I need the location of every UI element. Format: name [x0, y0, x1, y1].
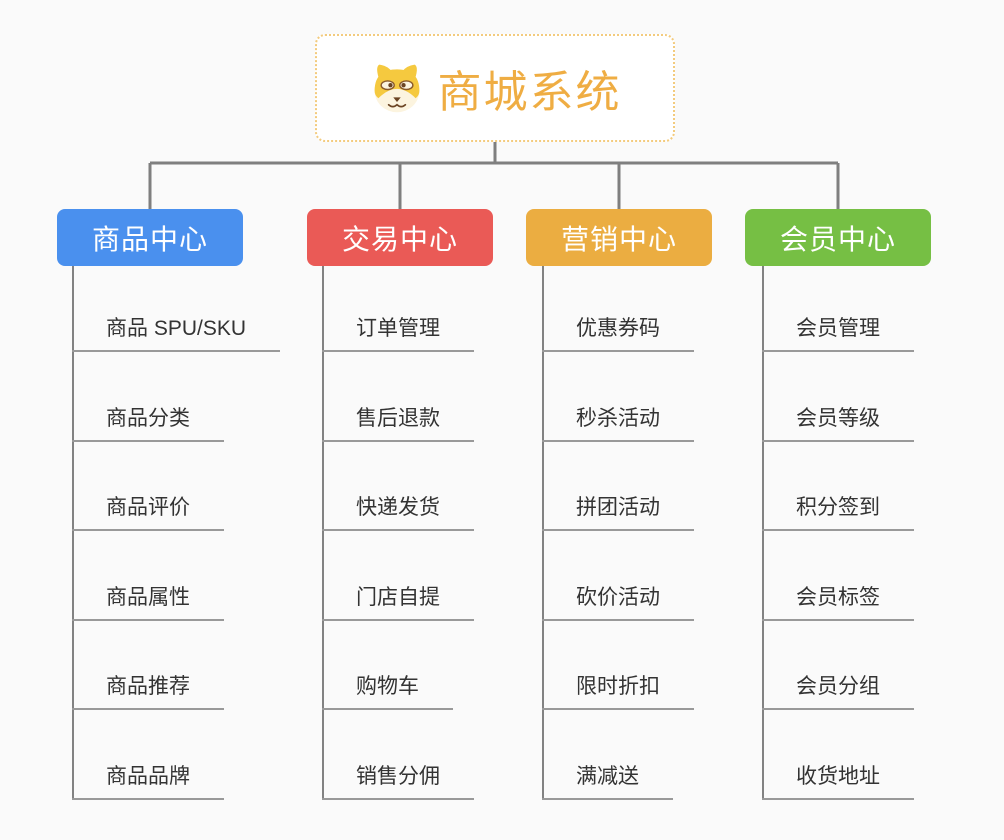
- leaf-node[interactable]: 商品属性: [72, 585, 224, 621]
- leaf-node[interactable]: 优惠券码: [542, 316, 694, 352]
- leaf-node[interactable]: 收货地址: [762, 764, 914, 800]
- leaf-node[interactable]: 售后退款: [322, 406, 474, 442]
- leaf-node[interactable]: 商品评价: [72, 495, 224, 531]
- leaf-node[interactable]: 销售分佣: [322, 764, 474, 800]
- root-title: 商城系统: [437, 68, 622, 117]
- leaf-node[interactable]: 商品品牌: [72, 764, 224, 800]
- leaf-node[interactable]: 门店自提: [322, 585, 474, 621]
- leaf-node[interactable]: 积分签到: [762, 495, 914, 531]
- branch-header-member-center[interactable]: 会员中心: [745, 209, 931, 266]
- dog-mascot-icon: [369, 60, 425, 116]
- branch-header-marketing-center[interactable]: 营销中心: [526, 209, 712, 266]
- leaf-node[interactable]: 秒杀活动: [542, 406, 694, 442]
- branch-spine-line: [542, 266, 544, 800]
- leaf-node[interactable]: 商品 SPU/SKU: [72, 316, 281, 352]
- leaf-node[interactable]: 商品推荐: [72, 674, 224, 710]
- leaf-node[interactable]: 快递发货: [322, 495, 474, 531]
- leaf-node[interactable]: 会员等级: [762, 406, 914, 442]
- leaf-node[interactable]: 订单管理: [322, 316, 474, 352]
- leaf-node[interactable]: 满减送: [542, 764, 673, 800]
- leaf-node[interactable]: 会员管理: [762, 316, 914, 352]
- root-node[interactable]: 商城系统: [315, 34, 675, 142]
- branch-header-product-center[interactable]: 商品中心: [57, 209, 243, 266]
- branch-spine-line: [762, 266, 764, 800]
- leaf-node[interactable]: 拼团活动: [542, 495, 694, 531]
- branch-spine-line: [72, 266, 74, 800]
- branch-header-trade-center[interactable]: 交易中心: [307, 209, 493, 266]
- leaf-node[interactable]: 砍价活动: [542, 585, 694, 621]
- leaf-node[interactable]: 会员分组: [762, 674, 914, 710]
- leaf-node[interactable]: 限时折扣: [542, 674, 694, 710]
- leaf-node[interactable]: 商品分类: [72, 406, 224, 442]
- leaf-node[interactable]: 会员标签: [762, 585, 914, 621]
- branch-spine-line: [322, 266, 324, 800]
- leaf-node[interactable]: 购物车: [322, 674, 453, 710]
